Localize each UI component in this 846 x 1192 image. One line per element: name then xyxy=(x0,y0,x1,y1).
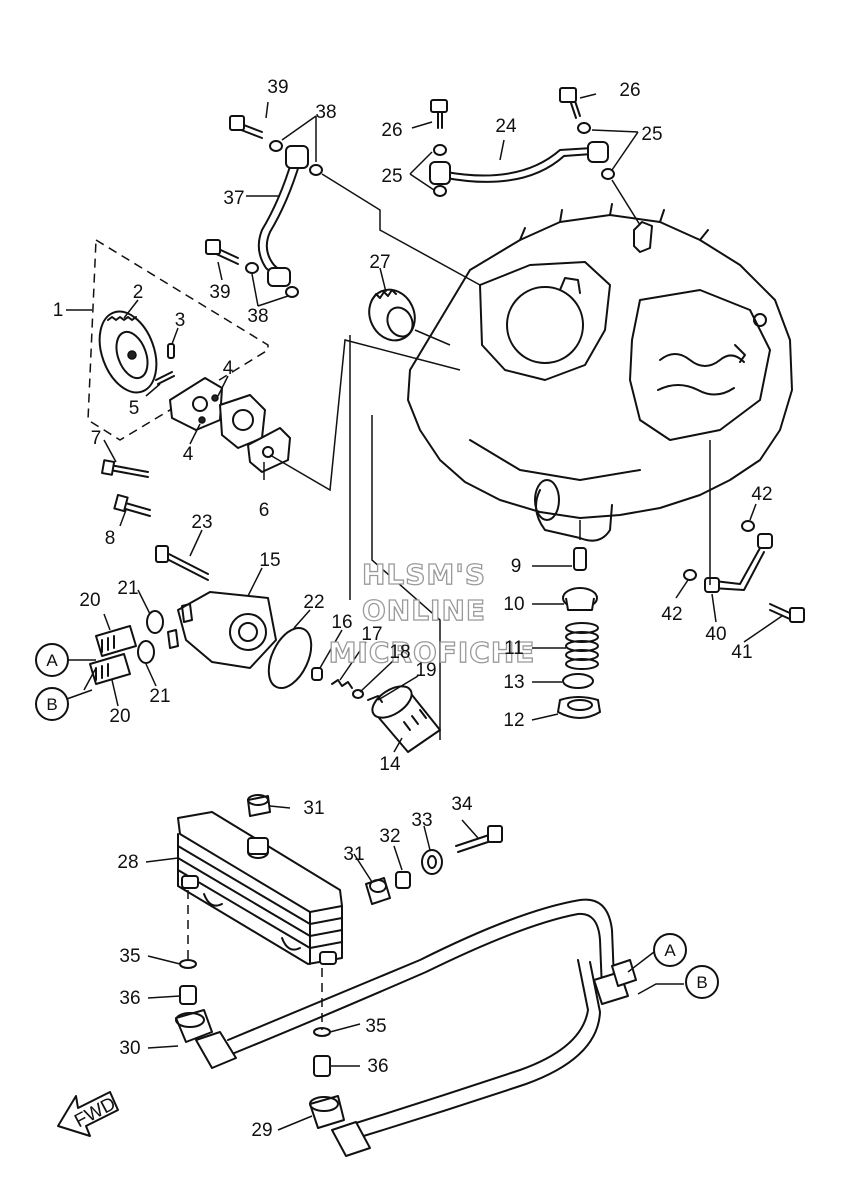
callout-6: 6 xyxy=(259,500,270,521)
callout-25-right: 25 xyxy=(641,124,662,145)
callout-30: 30 xyxy=(119,1038,140,1059)
reference-b-right-label: B xyxy=(696,973,707,992)
callout-32: 32 xyxy=(379,826,400,847)
callout-14: 14 xyxy=(379,754,401,775)
callout-26-left: 26 xyxy=(381,120,402,141)
callout-39-bottom: 39 xyxy=(209,282,230,303)
oil-filter-group xyxy=(311,335,441,753)
callout-4-upper: 4 xyxy=(223,358,234,379)
callout-34: 34 xyxy=(451,794,473,815)
callout-26-right: 26 xyxy=(619,80,640,101)
callout-27: 27 xyxy=(369,252,390,273)
callout-21-top: 21 xyxy=(117,578,138,599)
callout-9: 9 xyxy=(511,556,522,577)
callout-36-right: 36 xyxy=(367,1056,388,1077)
callout-38-top: 38 xyxy=(315,102,336,123)
callout-31-mid: 31 xyxy=(343,844,364,865)
callout-35-left: 35 xyxy=(119,946,140,967)
callout-28: 28 xyxy=(117,852,138,873)
reference-b-left xyxy=(35,687,69,721)
oil-pipe-upper xyxy=(429,87,641,226)
callout-23: 23 xyxy=(191,512,212,533)
callout-16: 16 xyxy=(331,612,352,633)
callout-40: 40 xyxy=(705,624,726,645)
oil-filter-cover xyxy=(89,545,313,689)
callout-18: 18 xyxy=(389,642,410,663)
callout-7: 7 xyxy=(91,428,102,449)
callout-25-left: 25 xyxy=(381,166,402,187)
fwd-arrow: FWD xyxy=(57,1091,119,1137)
callout-2: 2 xyxy=(133,282,144,303)
callout-35-right: 35 xyxy=(365,1016,386,1037)
callout-29: 29 xyxy=(251,1120,272,1141)
callout-3: 3 xyxy=(175,310,186,331)
callout-5: 5 xyxy=(129,398,140,419)
callout-8: 8 xyxy=(105,528,116,549)
callout-24: 24 xyxy=(495,116,517,137)
callout-20-bottom: 20 xyxy=(109,706,130,727)
oil-cooler xyxy=(177,794,503,1077)
callout-31-top: 31 xyxy=(303,798,324,819)
callout-42-bottom: 42 xyxy=(661,604,682,625)
callout-22: 22 xyxy=(303,592,324,613)
callout-33: 33 xyxy=(411,810,432,831)
callout-20-top: 20 xyxy=(79,590,100,611)
watermark: HLSM'S ONLINE MICROFICHE xyxy=(328,557,536,669)
callout-21-bottom: 21 xyxy=(149,686,170,707)
reference-a-left xyxy=(35,643,69,677)
callout-36-left: 36 xyxy=(119,988,140,1009)
oil-pump-drive-gear xyxy=(368,288,451,346)
callout-37: 37 xyxy=(223,188,244,209)
watermark-line-2: ONLINE xyxy=(362,594,486,627)
reference-a-right xyxy=(653,933,687,967)
oil-pump-assembly xyxy=(87,238,461,517)
callout-4-lower: 4 xyxy=(183,444,194,465)
reference-markers: A B A B xyxy=(35,643,719,999)
callout-39-top: 39 xyxy=(267,77,288,98)
callout-41: 41 xyxy=(731,642,752,663)
callout-19: 19 xyxy=(415,660,436,681)
reference-a-right-label: A xyxy=(664,941,676,960)
spring xyxy=(565,622,599,670)
callout-11: 11 xyxy=(504,638,524,659)
oil-delivery-pipe xyxy=(205,115,481,298)
callout-38-bottom: 38 xyxy=(247,306,268,327)
callout-10: 10 xyxy=(503,594,524,615)
callout-15: 15 xyxy=(259,550,280,571)
reference-b-right xyxy=(685,965,719,999)
reference-a-left-label: A xyxy=(46,651,58,670)
callout-numbers: 39 38 37 39 38 26 26 24 25 25 27 1 2 3 4… xyxy=(53,77,773,1141)
callout-12: 12 xyxy=(503,710,524,731)
callout-17: 17 xyxy=(361,624,382,645)
callout-1: 1 xyxy=(53,300,64,321)
callout-13: 13 xyxy=(503,672,524,693)
oil-strainer-group xyxy=(557,520,601,719)
watermark-line-3: MICROFICHE xyxy=(329,636,536,669)
callout-42-top: 42 xyxy=(751,484,772,505)
watermark-line-1: HLSM'S xyxy=(362,558,486,591)
crankcase xyxy=(407,203,793,542)
reference-b-left-label: B xyxy=(46,695,57,714)
callout-leaders xyxy=(63,93,783,1131)
pipe-bracket xyxy=(683,440,805,623)
oil-cooler-hoses xyxy=(175,898,637,1157)
